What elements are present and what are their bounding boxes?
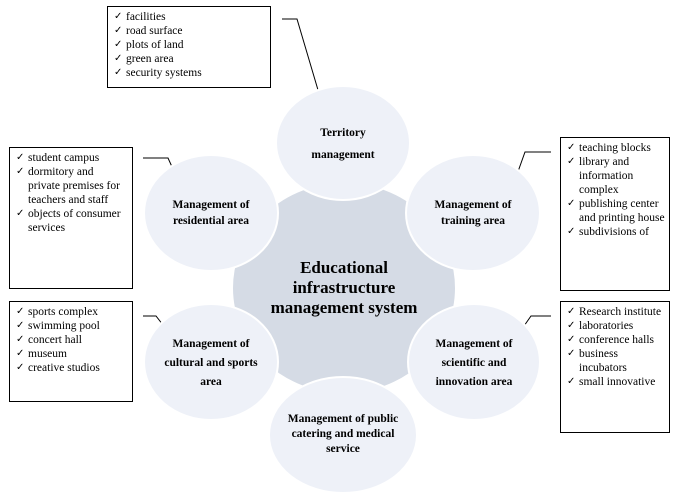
circle-territory — [275, 85, 411, 201]
list-item: security systems — [114, 66, 266, 80]
center-title: Educational infrastructure management sy… — [270, 258, 418, 317]
list-item: concert hall — [16, 333, 128, 347]
connector-territory — [282, 18, 319, 91]
list-item: swimming pool — [16, 319, 128, 333]
list-item: Research institute — [567, 305, 665, 319]
list-item: subdivisions of — [567, 225, 665, 239]
list-item: teaching blocks — [567, 141, 665, 155]
list-item: sports complex — [16, 305, 128, 319]
list-item: plots of land — [114, 38, 266, 52]
list-item: student campus — [16, 151, 128, 165]
list-item: library and information complex — [567, 155, 665, 197]
list-item: museum — [16, 347, 128, 361]
list-item: conference halls — [567, 333, 665, 347]
circle-training — [405, 154, 541, 272]
list-item: objects of consumer services — [16, 207, 128, 235]
list-item: dormitory and private premises for teach… — [16, 165, 128, 207]
items-box-training: teaching blocks library and information … — [560, 137, 670, 291]
node-label-territory: Territory management — [311, 127, 375, 161]
node-label-scientific: Management of scientific and innovation … — [435, 337, 513, 388]
circle-scientific — [407, 303, 541, 421]
node-label-cultural: Management of cultural and sports area — [164, 337, 258, 388]
items-box-residential: student campus dormitory and private pre… — [9, 147, 133, 289]
items-box-cultural: sports complex swimming pool concert hal… — [9, 301, 133, 402]
list-item: facilities — [114, 10, 266, 24]
list-item: creative studios — [16, 361, 128, 375]
list-item: green area — [114, 52, 266, 66]
node-label-training: Management of training area — [434, 199, 512, 227]
circle-residential — [143, 154, 279, 272]
items-box-scientific: Research institute laboratories conferen… — [560, 301, 670, 433]
list-item: laboratories — [567, 319, 665, 333]
items-box-territory: facilities road surface plots of land gr… — [107, 6, 271, 88]
list-item: small innovative — [567, 375, 665, 389]
circle-cultural — [143, 303, 279, 421]
node-label-catering: Management of public catering and medica… — [287, 412, 399, 455]
circle-catering — [268, 376, 418, 494]
list-item: business incubators — [567, 347, 665, 375]
node-label-residential: Management of residential area — [172, 199, 250, 227]
list-item: road surface — [114, 24, 266, 38]
list-item: publishing center and printing house — [567, 197, 665, 225]
